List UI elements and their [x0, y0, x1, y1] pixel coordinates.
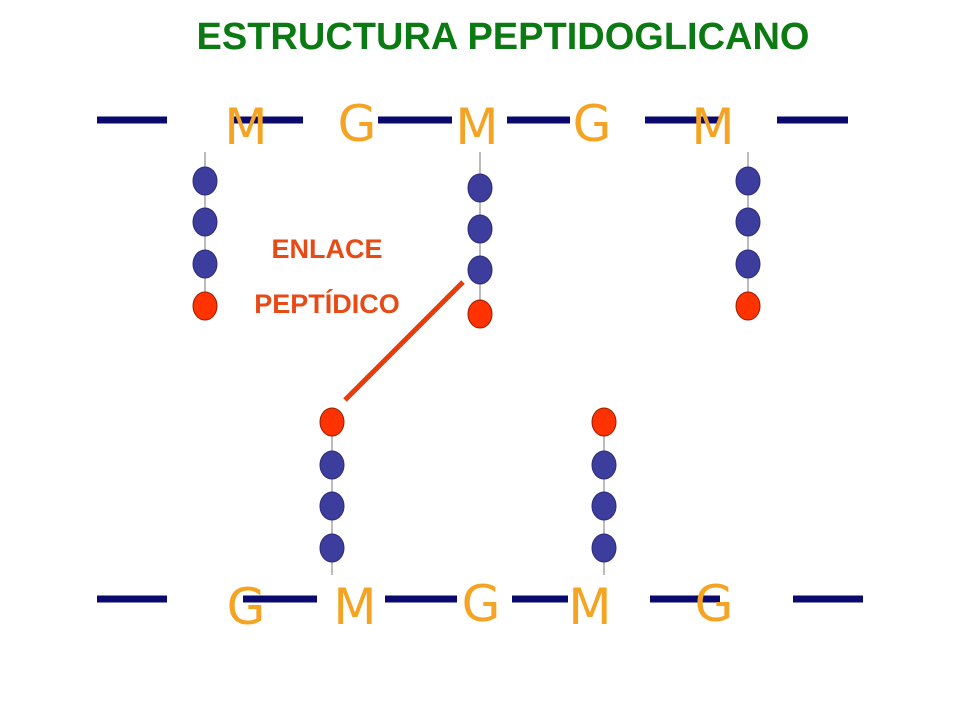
- amino-acid-bead: [319, 491, 345, 521]
- sugar-label: M: [568, 578, 611, 636]
- amino-acid-bead: [735, 166, 761, 196]
- amino-acid-bead: [319, 533, 345, 563]
- terminal-amino-acid-bead: [735, 291, 761, 321]
- diagram-title: ESTRUCTURA PEPTIDOGLICANO: [197, 16, 810, 58]
- amino-acid-bead: [467, 214, 493, 244]
- bottom-glycan-chain: G M G M G: [97, 575, 863, 636]
- peptide-bond-line: [343, 280, 465, 402]
- amino-acid-bead: [591, 533, 617, 563]
- amino-acid-bead: [467, 255, 493, 285]
- top-peptide-chain: [192, 152, 218, 321]
- amino-acid-bead: [735, 207, 761, 237]
- terminal-amino-acid-bead: [591, 407, 617, 437]
- sugar-label: M: [224, 98, 267, 156]
- bottom-peptide-chain: [591, 407, 617, 575]
- bottom-peptide-chain: [319, 407, 345, 575]
- terminal-amino-acid-bead: [467, 299, 493, 329]
- bond-label-line2: PEPTÍDICO: [254, 288, 400, 319]
- amino-acid-bead: [192, 166, 218, 196]
- bond-label-line1: ENLACE: [271, 234, 382, 264]
- sugar-label: G: [462, 575, 501, 633]
- amino-acid-bead: [591, 450, 617, 480]
- sugar-label: M: [333, 578, 376, 636]
- sugar-label: G: [573, 95, 612, 153]
- terminal-amino-acid-bead: [319, 407, 345, 437]
- amino-acid-bead: [591, 491, 617, 521]
- sugar-label: G: [338, 95, 377, 153]
- top-glycan-chain: M G M G M: [97, 95, 848, 156]
- sugar-label: G: [695, 575, 734, 633]
- amino-acid-bead: [319, 450, 345, 480]
- sugar-label: M: [691, 98, 734, 156]
- top-peptide-chain: [467, 152, 493, 329]
- amino-acid-bead: [192, 207, 218, 237]
- amino-acid-bead: [467, 173, 493, 203]
- sugar-label: G: [227, 578, 266, 636]
- amino-acid-bead: [735, 249, 761, 279]
- sugar-label: M: [455, 98, 498, 156]
- terminal-amino-acid-bead: [192, 291, 218, 321]
- amino-acid-bead: [192, 249, 218, 279]
- top-peptide-chain: [735, 152, 761, 321]
